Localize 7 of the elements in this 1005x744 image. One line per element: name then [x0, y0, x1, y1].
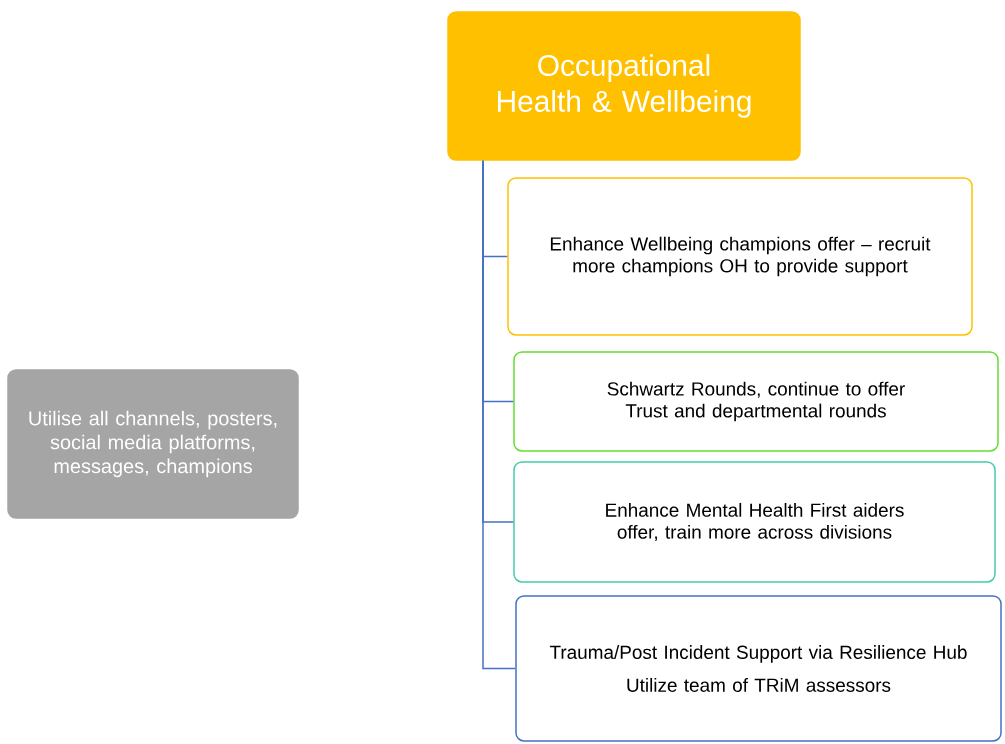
topic-box: Enhance Mental Health First aiders offer, train more across divisions	[513, 461, 996, 583]
note-box: Utilise all channels, posters, social media platforms, messages, champions	[7, 369, 299, 519]
connector-line	[482, 160, 516, 670]
topic-box: Enhance Wellbeing champions offer – recruit more champions OH to provide support	[507, 177, 973, 336]
topic-box: Trauma/Post Incident Support via Resilience Hub Utilize team of TRiM assessors	[515, 595, 1002, 742]
title-box: Occupational Health & Wellbeing	[447, 11, 801, 161]
topic-box: Schwartz Rounds, continue to offer Trust and departmental rounds	[513, 351, 999, 452]
